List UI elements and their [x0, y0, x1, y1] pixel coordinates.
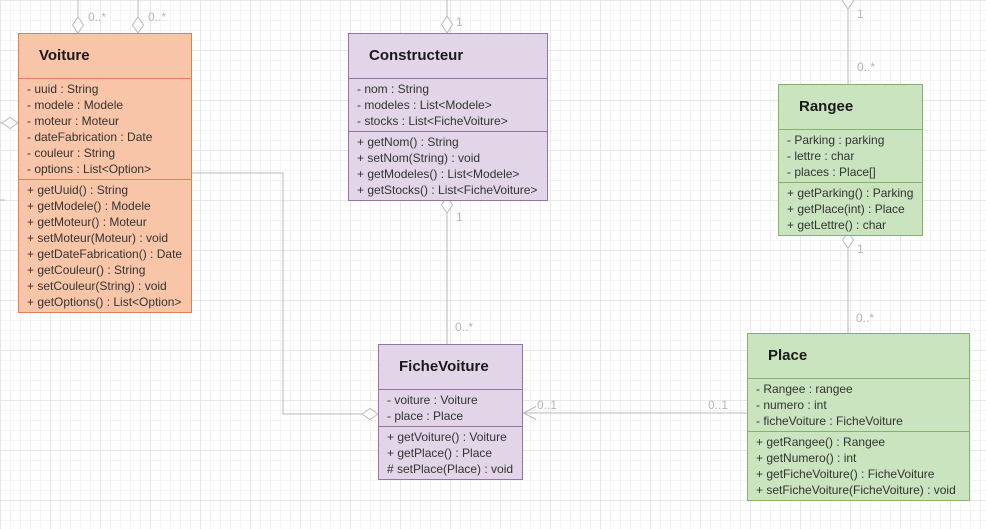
class-member-row: - moteur : Moteur	[27, 114, 120, 128]
multiplicity-label: 1	[456, 15, 463, 29]
class-member-row: + setFicheVoiture(FicheVoiture) : void	[756, 483, 956, 497]
class-member-row: + getMoteur() : Moteur	[27, 215, 147, 229]
aggregation-diamond-icon	[440, 15, 454, 34]
class-member-row: + getStocks() : List<FicheVoiture>	[357, 183, 538, 197]
class-title: Constructeur	[369, 47, 464, 64]
multiplicity-label: 1	[456, 210, 463, 224]
class-methods: + getVoiture() : Voiture + getPlace() : P…	[379, 426, 522, 479]
class-member-row: - modeles : List<Modele>	[357, 98, 492, 112]
class-attributes: - voiture : Voiture - place : Place	[379, 389, 522, 426]
class-member-row: - couleur : String	[27, 146, 116, 160]
class-member-row: - nom : String	[357, 82, 430, 96]
class-member-row: + setCouleur(String) : void	[27, 279, 167, 293]
class-methods: + getUuid() : String + getModele() : Mode…	[19, 179, 191, 312]
class-member-row: + getDateFabrication() : Date	[27, 247, 183, 261]
class-member-row: + getParking() : Parking	[787, 186, 914, 200]
multiplicity-label: 0..*	[88, 10, 107, 24]
class-member-row: + getModele() : Modele	[27, 199, 151, 213]
class-rangee[interactable]: Rangee - Parking : parking - lettre : cha…	[778, 84, 923, 236]
class-member-row: + getLettre() : char	[787, 218, 887, 232]
class-member-row: - voiture : Voiture	[387, 393, 478, 407]
multiplicity-label: 1	[857, 7, 864, 21]
class-fichevoiture[interactable]: FicheVoiture - voiture : Voiture - place …	[378, 344, 523, 480]
class-member-row: - lettre : char	[787, 149, 855, 163]
class-methods: + getParking() : Parking + getPlace(int) …	[779, 182, 922, 235]
class-title: Rangee	[799, 98, 854, 115]
multiplicity-label: 0..*	[857, 60, 876, 74]
class-place[interactable]: Place - Rangee : rangee - numero : int - f…	[747, 333, 970, 501]
class-member-row: - places : Place[]	[787, 165, 876, 179]
class-member-row: + getVoiture() : Voiture	[387, 430, 507, 444]
aggregation-diamond-icon	[131, 16, 145, 34]
class-member-row: - Rangee : rangee	[756, 382, 853, 396]
multiplicity-label: 0..1	[537, 398, 558, 412]
class-attributes: - Parking : parking - lettre : char - plac…	[779, 129, 922, 182]
class-attributes: - nom : String - modeles : List<Modele> - …	[349, 78, 547, 131]
open-arrow-icon	[522, 406, 537, 420]
aggregation-diamond-icon	[1, 116, 19, 130]
class-member-row: + getModeles() : List<Modele>	[357, 167, 520, 181]
aggregation-diamond-icon	[361, 407, 379, 421]
class-member-row: - numero : int	[756, 398, 827, 412]
multiplicity-label: 1	[857, 242, 864, 256]
class-member-row: - options : List<Option>	[27, 162, 152, 176]
class-member-row: - Parking : parking	[787, 133, 885, 147]
class-member-row: + getOptions() : List<Option>	[27, 295, 182, 309]
class-voiture[interactable]: Voiture - uuid : String - modele : Modele…	[18, 33, 192, 313]
class-member-row: + getPlace(int) : Place	[787, 202, 905, 216]
aggregation-diamond-icon	[71, 16, 85, 34]
edge-voiture-to-fichevoiture[interactable]	[192, 172, 362, 415]
class-member-row: - place : Place	[387, 409, 464, 423]
class-member-row: - stocks : List<FicheVoiture>	[357, 114, 508, 128]
class-title: Voiture	[39, 47, 90, 64]
class-member-row: - dateFabrication : Date	[27, 130, 153, 144]
multiplicity-label: 0..1	[708, 398, 729, 412]
class-attributes: - Rangee : rangee - numero : int - ficheVo…	[748, 378, 969, 431]
class-member-row: # setPlace(Place) : void	[387, 462, 514, 476]
class-member-row: + getUuid() : String	[27, 183, 129, 197]
aggregation-diamond-icon	[841, 0, 855, 10]
class-attributes: - uuid : String - modele : Modele - moteur…	[19, 78, 191, 179]
class-title: FicheVoiture	[399, 358, 489, 375]
class-member-row: - uuid : String	[27, 82, 99, 96]
class-member-row: + getRangee() : Rangee	[756, 435, 886, 449]
multiplicity-label: 0..*	[455, 320, 474, 334]
class-member-row: + setNom(String) : void	[357, 151, 481, 165]
class-constructeur[interactable]: Constructeur - nom : String - modeles : L…	[348, 33, 548, 201]
class-member-row: - modele : Modele	[27, 98, 124, 112]
class-member-row: + setMoteur(Moteur) : void	[27, 231, 169, 245]
class-member-row: + getPlace() : Place	[387, 446, 493, 460]
class-member-row: + getNom() : String	[357, 135, 459, 149]
class-member-row: + getCouleur() : String	[27, 263, 146, 277]
class-title: Place	[768, 347, 808, 364]
multiplicity-label: 0..*	[856, 311, 875, 325]
class-methods: + getRangee() : Rangee + getNumero() : in…	[748, 431, 969, 500]
class-methods: + getNom() : String + setNom(String) : vo…	[349, 131, 547, 200]
multiplicity-label: 0..*	[148, 10, 167, 24]
class-member-row: + getNumero() : int	[756, 451, 857, 465]
class-member-row: - ficheVoiture : FicheVoiture	[756, 414, 903, 428]
class-member-row: + getFicheVoiture() : FicheVoiture	[756, 467, 935, 481]
